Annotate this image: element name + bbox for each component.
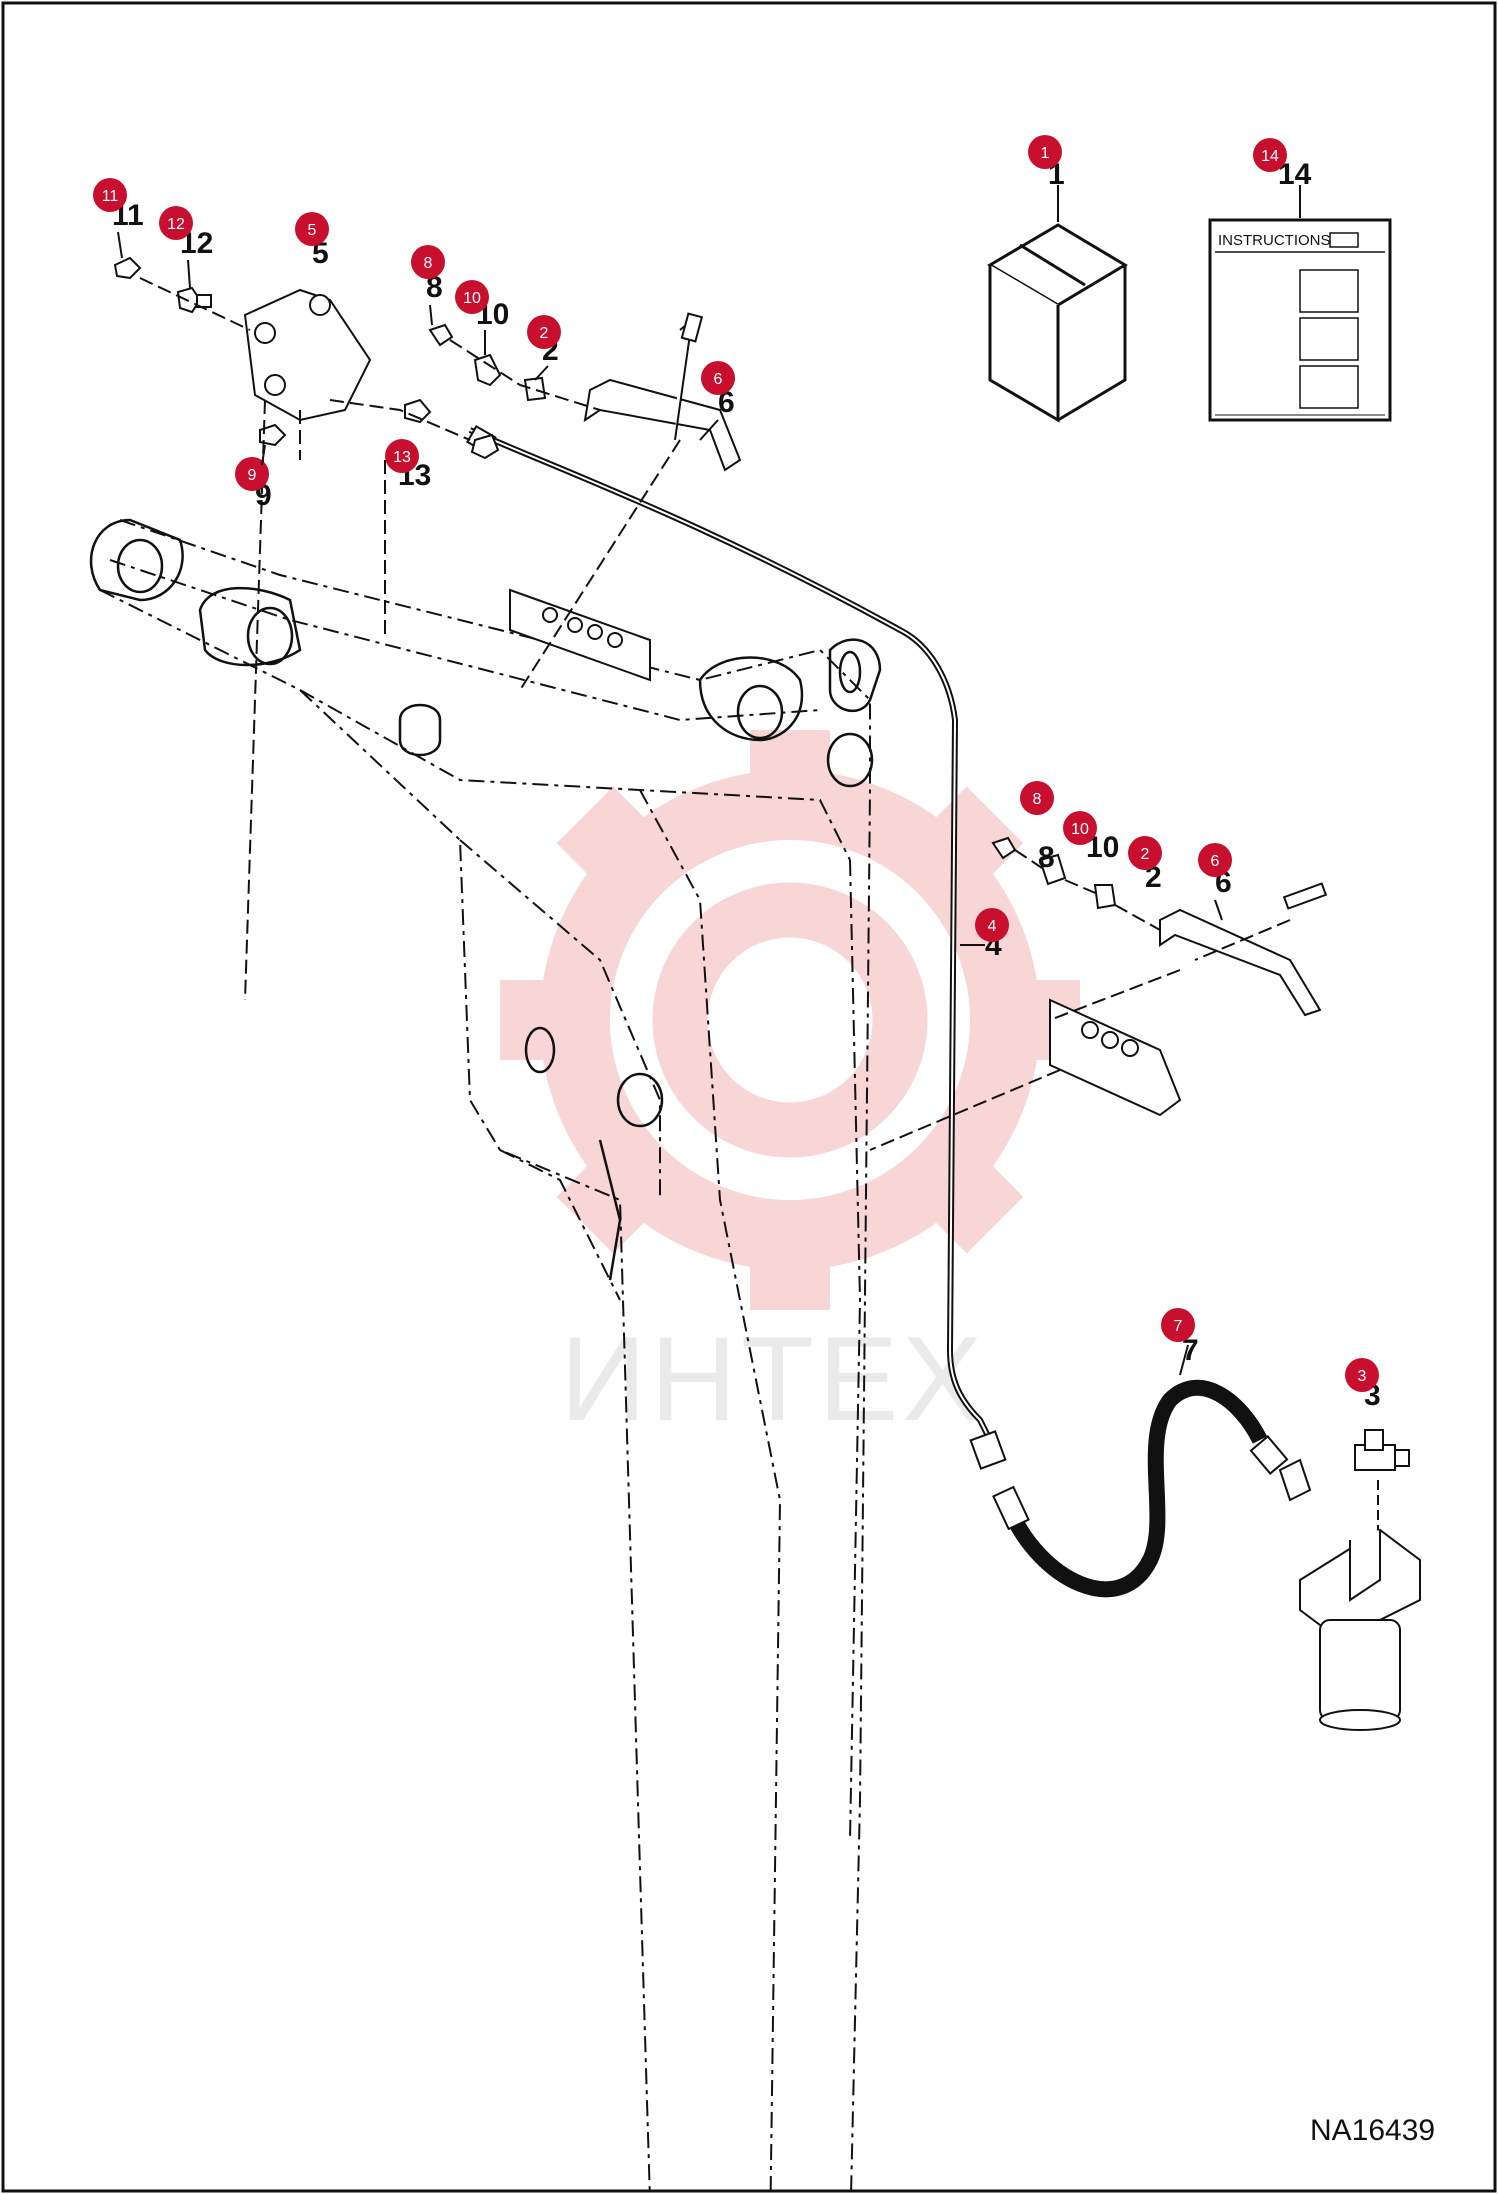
svg-text:6: 6	[714, 371, 723, 388]
kit-box-icon	[987, 223, 1128, 423]
callout-bubbles: 1 14 11 12 5 8 10 2 6 9 13 4 8 10 2 6 7 …	[93, 135, 1379, 1392]
part-label: 8	[426, 271, 443, 304]
tube-fitting-lower	[969, 1430, 1007, 1470]
callout-bubble[interactable]: 13	[385, 439, 419, 473]
watermark: ИНТЕХ	[500, 730, 1080, 1446]
instructions-sheet-icon	[1208, 218, 1392, 422]
hose-fittings	[992, 1435, 1312, 1531]
instructions-heading: INSTRUCTIONS	[1218, 232, 1331, 249]
callout-bubble[interactable]: 3	[1345, 1358, 1379, 1392]
svg-text:9: 9	[248, 467, 257, 484]
callout-bubble[interactable]: 10	[455, 280, 489, 314]
callout-bubble[interactable]: 2	[1128, 836, 1162, 870]
leader-lines-upper	[139, 277, 681, 1001]
svg-text:10: 10	[1071, 821, 1089, 838]
svg-text:12: 12	[167, 216, 185, 233]
watermark-text: ИНТЕХ	[560, 1312, 986, 1446]
hardware-right	[991, 836, 1328, 1117]
leader-lines-right	[869, 849, 1291, 1151]
hardware-upper-left	[113, 256, 500, 460]
svg-text:6: 6	[1211, 853, 1220, 870]
svg-text:8: 8	[1033, 791, 1042, 808]
callout-bubble[interactable]: 12	[159, 206, 193, 240]
svg-text:1: 1	[1041, 145, 1050, 162]
svg-text:13: 13	[393, 449, 411, 466]
part-label: 7	[1182, 1334, 1199, 1367]
hardware-upper-middle	[428, 312, 742, 472]
callout-bubble[interactable]: 2	[527, 315, 561, 349]
callout-bubble[interactable]: 1	[1028, 135, 1062, 169]
label-leaders	[117, 231, 1223, 1376]
hydraulic-hose	[1002, 1379, 1268, 1598]
svg-text:14: 14	[1261, 148, 1279, 165]
callout-bubble[interactable]: 11	[93, 178, 127, 212]
svg-text:4: 4	[988, 918, 997, 935]
svg-text:2: 2	[1141, 846, 1150, 863]
svg-text:11: 11	[102, 188, 119, 205]
svg-text:2: 2	[540, 325, 549, 342]
boom-pins	[89, 518, 882, 1281]
callout-bubble[interactable]: 9	[235, 457, 269, 491]
svg-text:8: 8	[424, 255, 433, 272]
svg-text:5: 5	[308, 222, 317, 239]
callout-bubble[interactable]: 7	[1161, 1308, 1195, 1342]
callout-bubble[interactable]: 14	[1253, 138, 1287, 172]
filter-assembly	[1299, 1528, 1421, 1731]
svg-text:3: 3	[1358, 1368, 1367, 1385]
svg-text:10: 10	[463, 290, 481, 307]
svg-text:7: 7	[1174, 1318, 1183, 1335]
tube-clamp-block-upper	[509, 588, 651, 682]
callout-bubble[interactable]: 5	[295, 212, 329, 246]
callout-bubble[interactable]: 10	[1063, 811, 1097, 845]
callout-bubble[interactable]: 6	[701, 361, 735, 395]
boom-outline	[99, 519, 871, 2194]
callout-bubble[interactable]: 6	[1198, 843, 1232, 877]
callout-bubble[interactable]: 4	[975, 908, 1009, 942]
drawing-id: NA16439	[1310, 2114, 1435, 2147]
callout-bubble[interactable]: 8	[1020, 781, 1054, 815]
tee-fitting	[1354, 1429, 1410, 1471]
callout-bubble[interactable]: 8	[411, 245, 445, 279]
part-label: 8	[1038, 841, 1055, 874]
